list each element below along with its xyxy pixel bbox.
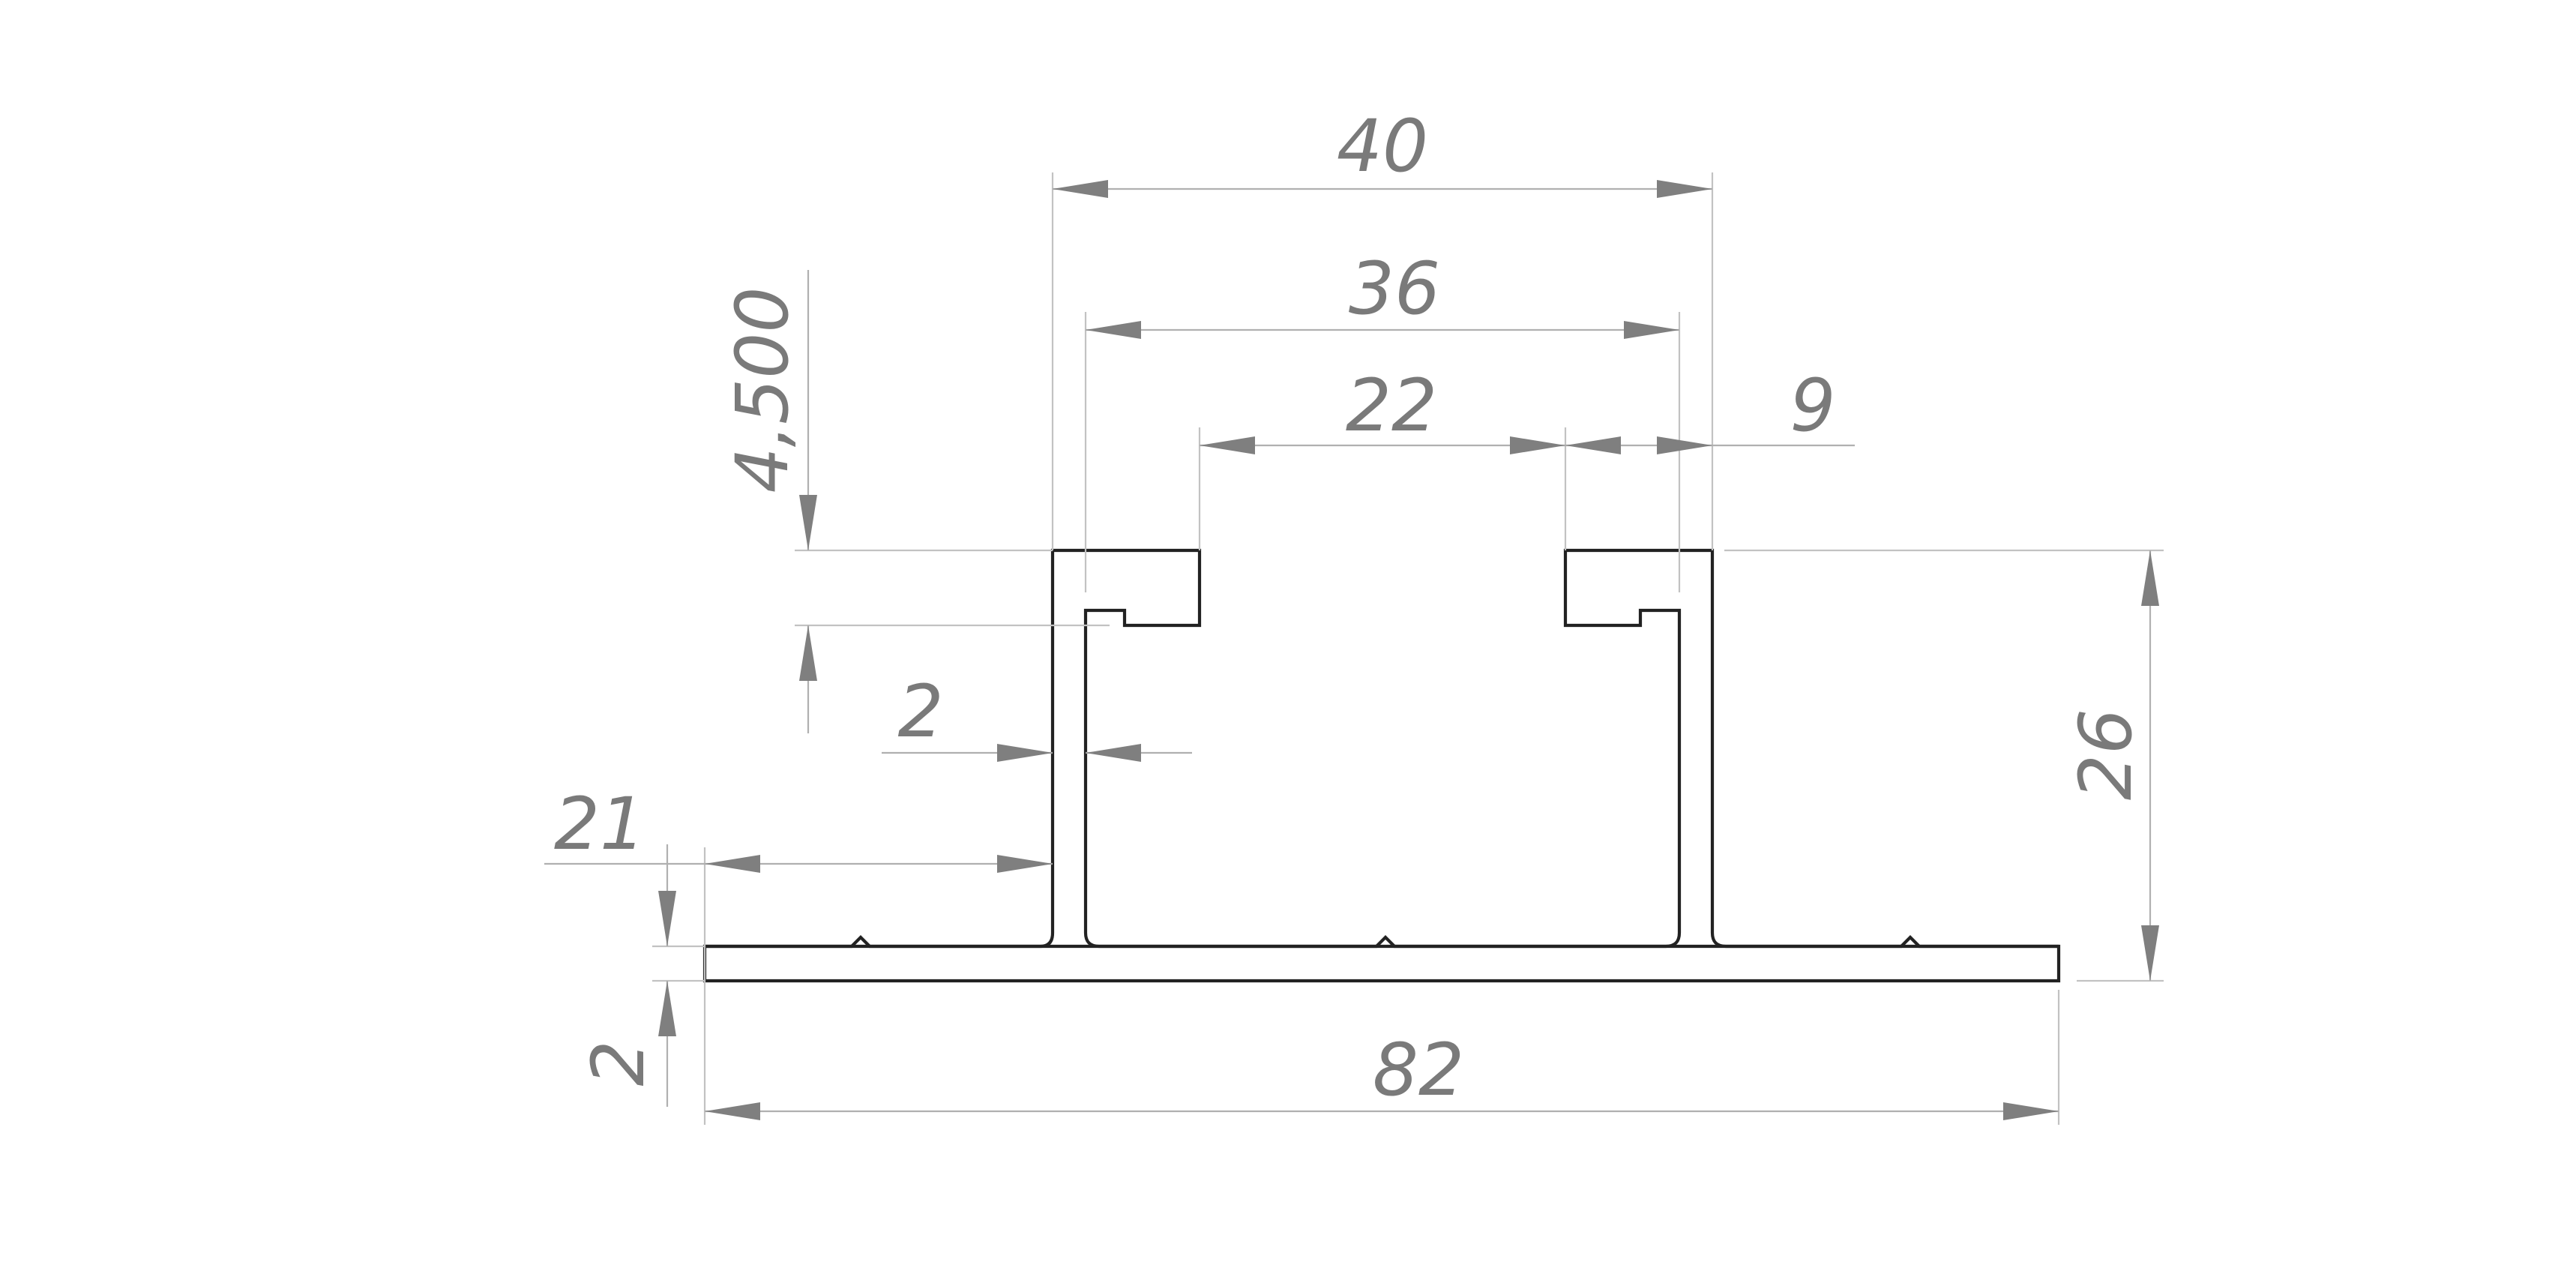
profile-path xyxy=(702,944,2061,983)
arrow-26-top xyxy=(2141,550,2159,606)
label-82: 82 xyxy=(1373,1028,1464,1112)
extension-lines xyxy=(652,172,2164,1125)
arrow-36-right xyxy=(1624,321,1679,339)
label-26: 26 xyxy=(2064,709,2148,800)
arrow-2-base-top xyxy=(658,891,676,946)
label-2-wall: 2 xyxy=(897,670,943,754)
arrow-4500-bottom xyxy=(799,625,817,681)
label-9: 9 xyxy=(1790,364,1835,448)
label-2-base: 2 xyxy=(577,1040,660,1086)
dimension-2-wall: 2 xyxy=(882,670,1192,762)
dimension-22: 22 xyxy=(1200,364,1565,454)
dimension-2-base: 2 xyxy=(577,844,676,1107)
profile-outline xyxy=(702,548,2061,983)
arrow-22-left xyxy=(1200,436,1255,454)
arrow-2-wall-left xyxy=(997,744,1053,762)
arrow-36-left xyxy=(1086,321,1141,339)
arrow-4500-top xyxy=(799,495,817,550)
dimension-21: 21 xyxy=(544,782,1053,873)
label-21: 21 xyxy=(554,782,645,866)
label-4500: 4,500 xyxy=(720,287,804,493)
arrow-22-right xyxy=(1510,436,1565,454)
arrow-82-left xyxy=(705,1102,760,1120)
arrow-2-base-bottom xyxy=(658,981,676,1036)
arrow-9-right xyxy=(1657,436,1712,454)
dimension-4500: 4,500 xyxy=(720,270,817,733)
arrow-26-bottom xyxy=(2141,925,2159,981)
arrow-2-wall-right xyxy=(1086,744,1141,762)
arrow-9-left xyxy=(1565,436,1621,454)
dimension-40: 40 xyxy=(1053,104,1712,198)
dimension-82: 82 xyxy=(705,1028,2059,1120)
dimension-36: 36 xyxy=(1086,247,1679,339)
label-22: 22 xyxy=(1346,364,1437,448)
label-40: 40 xyxy=(1337,104,1428,188)
arrow-40-right xyxy=(1657,180,1712,198)
label-36: 36 xyxy=(1349,247,1440,331)
arrow-21-left xyxy=(705,855,760,873)
profile-body-path xyxy=(705,548,2059,949)
arrow-21-right xyxy=(997,855,1053,873)
dimension-9: 9 xyxy=(1565,364,1855,454)
arrow-82-right xyxy=(2003,1102,2059,1120)
dimension-26: 26 xyxy=(2064,550,2159,981)
arrow-40-left xyxy=(1053,180,1108,198)
